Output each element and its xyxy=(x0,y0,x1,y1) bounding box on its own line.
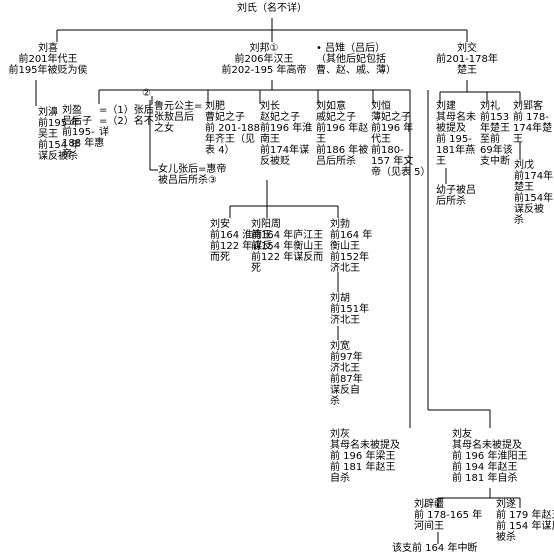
node-liu-wu: 刘戊 前174年 楚王 前154年 谋反被 杀 xyxy=(514,160,554,226)
node-liu-ruyi: 刘如意 戚妃之子 前196 年赵 王 前186 年被 吕后所杀 xyxy=(316,101,369,167)
node-zhang-hou: =（1）张后 =（2）名不 详 xyxy=(99,105,154,138)
node-liu-chang: 刘长 赵妃之子 前196 年淮 南王 前174年谋 反被贬 xyxy=(260,101,313,167)
node-liu-hu: 刘胡 前151年 济北王 xyxy=(330,293,370,326)
circle-number-2: ② xyxy=(142,88,151,99)
node-liu-sui: 刘遂 前 179 年赵王 前 154 年谋反 被杀 xyxy=(496,499,554,543)
node-liu-heng: 刘恒 薄妃之子 前196 年 代王 前180- 157 年文 帝（见表 5） xyxy=(371,101,431,178)
node-liu-bijiang: 刘辟疆 前 178-165 年 河间王 xyxy=(414,499,483,532)
root-liu-shi: 刘氏（名不详） xyxy=(237,3,307,14)
node-liu-fei: 刘肥 曹妃之子 前 201-188 年齐王（见 表 4） xyxy=(205,101,260,156)
node-liu-xi: 刘喜 前201年代王 前195年被贬为侯 xyxy=(8,43,88,76)
node-liu-li: 刘礼 前153 年楚王 至前 69年该 支中断 xyxy=(480,101,513,167)
node-liu-jian: 刘建 其母名未 被提及 前 195- 181年燕 王 xyxy=(436,101,476,167)
node-liu-jian-son: 幼子被吕 后所杀 xyxy=(436,185,476,207)
node-branch-end: 该支前 164 年中断 xyxy=(392,543,478,554)
node-liu-jiao: 刘交 前201-178年 楚王 xyxy=(436,43,498,76)
node-liu-ying: 刘盈 吕后子 前195- 188 年惠 帝 xyxy=(62,105,105,160)
node-liu-bang: 刘邦① 前206年汉王 前202-195 年高帝 xyxy=(221,43,307,76)
node-liu-bo: 刘勃 前164 年 衡山王 前152年 济北王 xyxy=(330,219,373,274)
node-liu-kuan: 刘宽 前97年 济北王 前87年 谋反自 杀 xyxy=(330,341,363,407)
node-liu-hui: 刘灰 其母名未被提及 前 196 年梁王 前 181 年赵王 自杀 xyxy=(330,429,400,484)
node-luyuan-princess: 鲁元公主= 张敖吕后 之女 xyxy=(154,101,203,134)
node-liu-an: 刘安 前164 淮南王 前122 年谋反 而死 xyxy=(210,219,273,263)
node-liu-yangzhou: 刘阳周 前164 年庐江王 前154 年衡山王 前122 年谋反而 死 xyxy=(251,219,324,274)
node-liu-bi: 刘濞 前195 年 吴王 前154 年 谋反被杀 xyxy=(38,107,81,162)
node-liu-you: 刘友 其母名未被提及 前 196 年淮阳王 前 194 年赵王 前 181 年自… xyxy=(452,429,528,484)
node-liu-yingke: 刘郢客 前 178- 174年楚 王 xyxy=(513,101,553,145)
node-zhanghou-note: 女儿张后=惠帝 被吕后所杀③ xyxy=(158,164,227,186)
node-lv-zhi: • 吕雉（吕后） （其他后妃包括 曹、赵、戚、薄） xyxy=(316,43,396,76)
